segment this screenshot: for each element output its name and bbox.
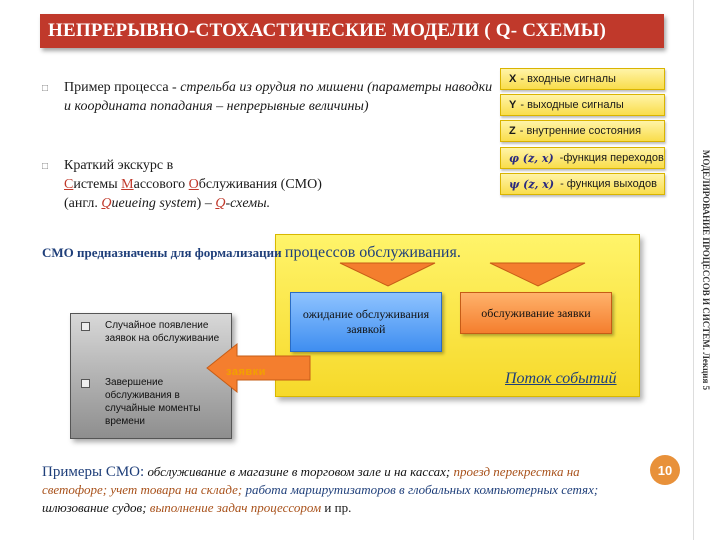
side-caption: МОДЕЛИРОВАНИЕ ПРОЦЕССОВ И СИСТЕМ. Лекция… <box>701 149 711 391</box>
smo-lead: СМО предназначены для формализации <box>42 245 282 260</box>
signal-box-output: Y- выходные сигналы <box>500 94 665 116</box>
down-arrow-left-icon <box>339 262 436 287</box>
left-arrow-icon <box>206 342 311 394</box>
bullet-1-italic: стрельба из орудия по мишени (параметры … <box>64 80 493 114</box>
claims-arrow <box>206 342 311 394</box>
checkbox-icon <box>81 379 90 388</box>
signal-box-state: Z- внутренние состояния <box>500 120 665 142</box>
smo-examples: Примеры СМО: обслуживание в магазине в т… <box>42 464 599 515</box>
signal-box-input: X- входные сигналы <box>500 68 665 90</box>
bullet-2: □ Краткий экскурс в Системы Массового Об… <box>42 156 464 213</box>
signal-box-output-function: ψ (z, x)- функция выходов <box>500 173 665 195</box>
slide-title-bar: НЕПРЕРЫВНО-СТОХАСТИЧЕСКИЕ МОДЕЛИ ( Q- СХ… <box>40 14 664 48</box>
down-arrows <box>339 262 586 287</box>
smo-big: процессов обслуживания. <box>284 244 461 261</box>
gray-item-2: Завершение обслуживания в случайные моме… <box>105 377 201 427</box>
page-number-badge: 10 <box>650 455 680 485</box>
bullet-2-line1: Краткий экскурс в <box>64 158 174 173</box>
service-box: обслуживание заявки <box>460 292 612 334</box>
bullet-marker-icon: □ <box>42 83 49 94</box>
signal-box-transition: φ (z, x)-функция переходов <box>500 147 665 169</box>
gray-item-1: Случайное появление заявок на обслуживан… <box>105 320 220 344</box>
checkbox-icon <box>81 322 90 331</box>
claims-label: заявки <box>226 366 266 378</box>
side-strip <box>693 0 720 540</box>
waiting-box: ожидание обслуживания заявкой <box>290 292 442 352</box>
examples-head: Примеры СМО: <box>42 464 145 480</box>
bullet-2-line2: Системы Массового Обслуживания (СМО) <box>64 177 322 192</box>
event-flow-label: Поток событий <box>505 370 617 387</box>
bullet-1-lead: Пример процесса - <box>64 80 181 95</box>
smo-purpose-line: СМО предназначены для формализации проце… <box>42 244 461 262</box>
random-events-box: Случайное появление заявок на обслуживан… <box>70 313 232 439</box>
down-arrow-right-icon <box>489 262 586 287</box>
bullet-1: □ Пример процесса - стрельба из орудия п… <box>42 78 494 116</box>
bullet-2-line3: (англ. Queueing system) – Q-схемы. <box>64 196 271 211</box>
bullet-marker-icon: □ <box>42 161 49 172</box>
slide-title: НЕПРЕРЫВНО-СТОХАСТИЧЕСКИЕ МОДЕЛИ ( Q- СХ… <box>48 20 606 41</box>
